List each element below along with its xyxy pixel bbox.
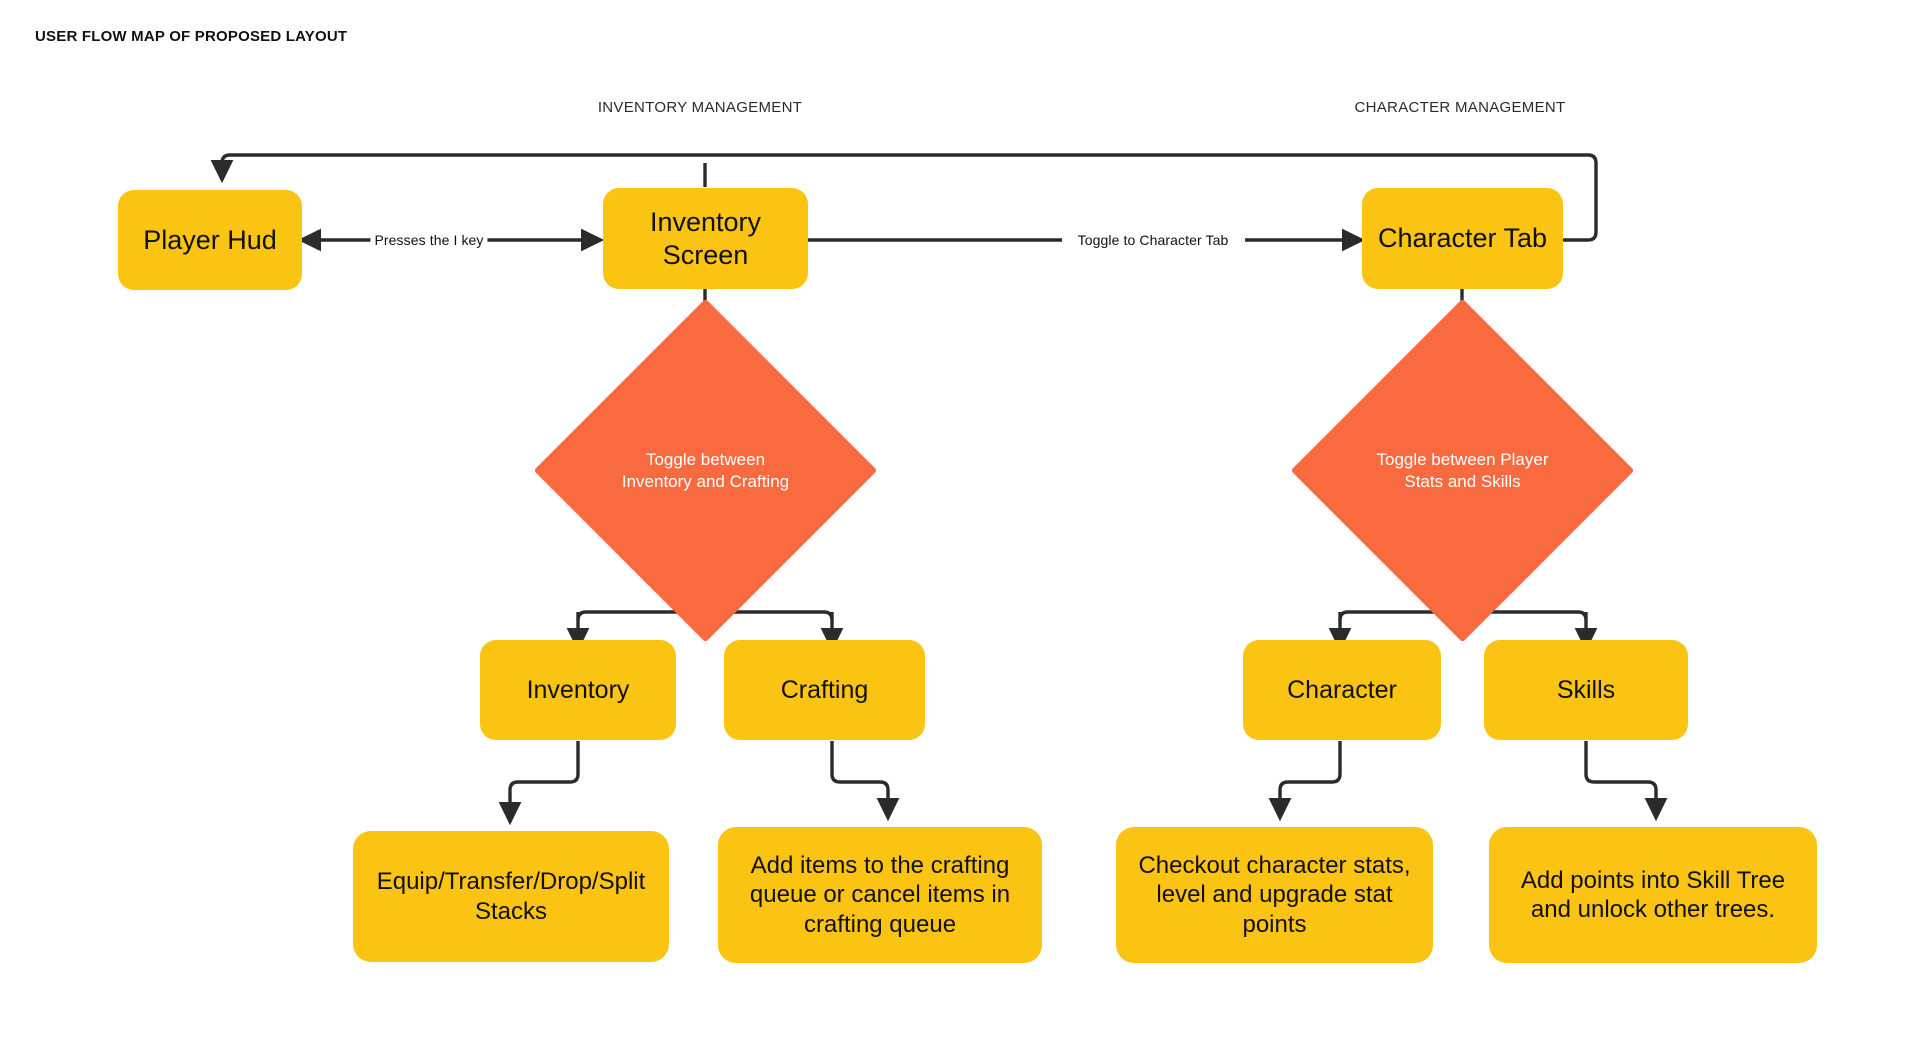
edge-crafting-to-crafting-queue bbox=[830, 741, 900, 822]
node-skill-tree-label: Add points into Skill Tree and unlock ot… bbox=[1520, 866, 1786, 923]
node-character-tab-label: Character Tab bbox=[1377, 223, 1548, 254]
node-crafting-label: Crafting bbox=[780, 675, 869, 704]
node-character-tab[interactable]: Character Tab bbox=[1362, 188, 1563, 289]
node-character[interactable]: Character bbox=[1243, 640, 1441, 740]
section-label-character-management: CHARACTER MANAGEMENT bbox=[1354, 99, 1566, 116]
decision-inventory-toggle-label: Toggle between Inventory and Crafting bbox=[621, 449, 790, 491]
node-skill-tree[interactable]: Add points into Skill Tree and unlock ot… bbox=[1489, 827, 1817, 963]
section-label-inventory-management: INVENTORY MANAGEMENT bbox=[597, 99, 803, 116]
node-inventory-label: Inventory bbox=[526, 675, 630, 704]
node-crafting-queue[interactable]: Add items to the crafting queue or cance… bbox=[718, 827, 1042, 963]
node-character-stats-label: Checkout character stats, level and upgr… bbox=[1138, 852, 1411, 938]
node-character-label: Character bbox=[1287, 675, 1397, 704]
node-skills-label: Skills bbox=[1556, 675, 1616, 704]
node-inventory-screen-label: Inventory Screen bbox=[649, 206, 762, 270]
node-equip-actions[interactable]: Equip/Transfer/Drop/Split Stacks bbox=[353, 831, 669, 962]
node-character-stats[interactable]: Checkout character stats, level and upgr… bbox=[1116, 827, 1433, 963]
node-inventory[interactable]: Inventory bbox=[480, 640, 676, 740]
edge-inventory-to-equip-actions bbox=[498, 741, 580, 826]
edge-label-toggle-character-tab: Toggle to Character Tab bbox=[1073, 232, 1233, 248]
node-inventory-screen[interactable]: Inventory Screen bbox=[603, 188, 808, 289]
node-crafting-queue-label: Add items to the crafting queue or cance… bbox=[749, 852, 1011, 938]
decision-inventory-toggle[interactable]: Toggle between Inventory and Crafting bbox=[533, 298, 878, 643]
node-crafting[interactable]: Crafting bbox=[724, 640, 925, 740]
decision-character-toggle-label: Toggle between Player Stats and Skills bbox=[1376, 449, 1549, 491]
decision-character-toggle[interactable]: Toggle between Player Stats and Skills bbox=[1290, 298, 1635, 643]
node-player-hud-label: Player Hud bbox=[143, 224, 277, 255]
edge-label-press-i-key: Presses the I key bbox=[370, 232, 488, 248]
edge-character-to-character-stats bbox=[1268, 741, 1342, 822]
edge-skills-to-skill-tree bbox=[1584, 741, 1668, 822]
node-player-hud[interactable]: Player Hud bbox=[118, 190, 302, 290]
page-title: USER FLOW MAP OF PROPOSED LAYOUT bbox=[35, 28, 348, 45]
node-equip-actions-label: Equip/Transfer/Drop/Split Stacks bbox=[376, 868, 646, 925]
node-skills[interactable]: Skills bbox=[1484, 640, 1688, 740]
